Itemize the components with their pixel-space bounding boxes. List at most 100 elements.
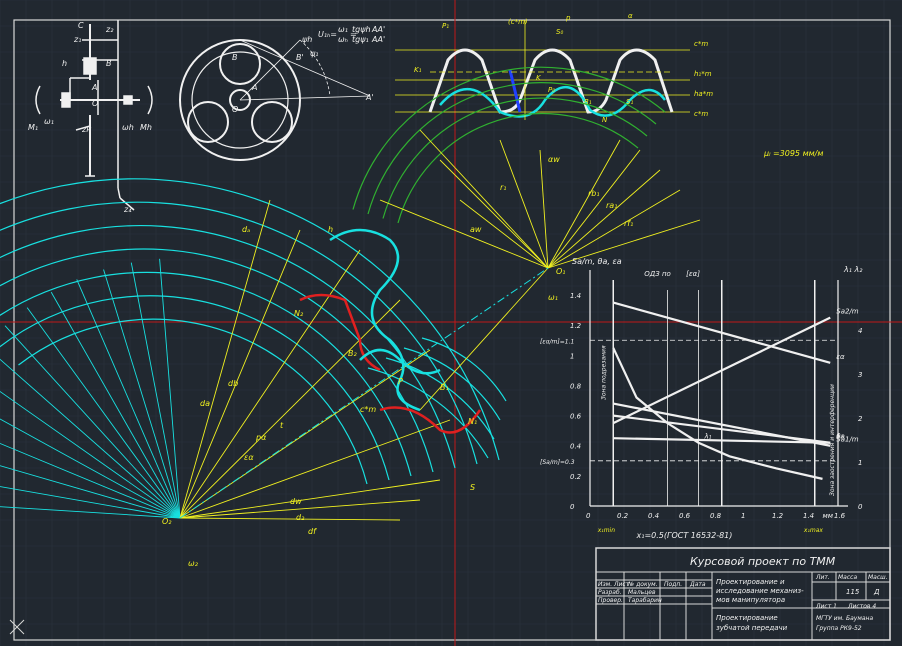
y2-tick-label: 3 — [858, 371, 862, 379]
group-name: Группа РК9-52 — [816, 625, 862, 632]
series-label: λ₂ — [835, 433, 843, 441]
org-name: МГТУ им. Баумана — [816, 615, 873, 622]
velocity-plan — [179, 39, 371, 161]
formula-tgpsih: tgψh — [352, 25, 371, 34]
gear2-ray — [0, 506, 181, 519]
label-h: h — [62, 59, 67, 68]
x-tick-label: 0.8 — [710, 512, 722, 520]
gear1-dimension — [499, 139, 549, 269]
label-dw: dw — [290, 497, 302, 506]
label-hsm: h₁*m — [694, 70, 712, 78]
label-s0: S₀ — [556, 28, 563, 36]
gear1-dimension — [547, 139, 621, 269]
label-da: da — [200, 399, 210, 408]
label-b1: B₁ — [440, 383, 449, 392]
scale-mu: μₗ =3095 мм/м — [763, 149, 823, 158]
label-ea: εα — [244, 453, 254, 462]
x-tick-label: 0.2 — [617, 512, 629, 520]
gear2-ray — [4, 325, 181, 519]
subject-line-2: исследование механиз- — [716, 587, 804, 595]
formula-aa1: AA' — [371, 25, 385, 34]
gear2-ray — [0, 418, 181, 519]
label-vbp: B' — [296, 53, 304, 62]
gear1-dimension — [547, 219, 701, 269]
series-label: θa — [836, 433, 845, 441]
label-va: A — [251, 83, 257, 92]
gear2-ray — [0, 390, 181, 519]
y-tick-label: 1 — [570, 352, 574, 360]
center-line — [179, 267, 549, 519]
label-vo: O — [232, 105, 238, 114]
label-o1: O₁ — [556, 267, 566, 276]
gear2-ray — [0, 486, 181, 519]
formula-left: U₁ₕ= — [318, 30, 337, 39]
gear1-arc — [367, 82, 657, 215]
gear1-dimension — [547, 169, 661, 269]
top-caption: ОДЗ по — [644, 270, 671, 278]
gear1-arc-lower — [367, 367, 489, 459]
row-sign: Подп. — [664, 581, 682, 588]
label-ra1: ra₁ — [606, 201, 617, 210]
x-tick-label: 1.2 — [772, 512, 784, 520]
label-t: t — [280, 421, 284, 430]
series-label: λ₁ — [704, 433, 712, 441]
rack-labels: P₁ (c*m) p α S₀ c*m h₁*m ha*m c*m K₁ K P… — [414, 12, 823, 158]
x-max-label: x₁max — [803, 527, 823, 534]
gear1-dimension — [539, 149, 549, 269]
label-alpha: α — [628, 12, 633, 20]
formula-tgpsi1: tgψ₁ — [352, 35, 369, 44]
subject-line-1: Проектирование и — [716, 578, 785, 586]
label-b2: B₂ — [348, 349, 357, 358]
gear2-dimension — [179, 349, 431, 519]
formula-eq: = — [350, 30, 357, 39]
label-n2: N₂ — [294, 309, 304, 318]
gear2-ray — [50, 291, 181, 519]
row-date: Дата — [689, 581, 706, 588]
x-tick-label: 1 — [741, 512, 745, 520]
label-db: db — [228, 379, 238, 388]
scale-value: Д — [873, 588, 880, 596]
label-s1: S₁ — [626, 98, 633, 106]
y-tick-label: 0.6 — [570, 413, 582, 421]
gear2-arc — [0, 178, 500, 461]
label-cm: c*m — [360, 405, 376, 414]
gear1-dimension — [439, 159, 549, 269]
zone-right-label: Зона заострения и интерференции — [829, 384, 836, 496]
label-c: C — [78, 21, 84, 30]
series-label: εα — [836, 353, 845, 361]
y-tick-label: 1.4 — [570, 292, 581, 300]
x-caption: x₁=0.5(ГОСТ 16532-81) — [636, 531, 733, 540]
gear1-dimension — [459, 199, 549, 269]
velocity-labels: U₁ₕ= ω₁ ωₕ = tgψh tgψ₁ AA' AA' ψh ψ₁ B B… — [232, 25, 385, 114]
label-z2: z₂ — [105, 25, 114, 34]
label-df: df — [308, 527, 317, 536]
y-tick-label: 0.8 — [570, 382, 582, 390]
y2-tick-label: 0 — [858, 503, 863, 511]
x-tick-label: 1.4 — [803, 512, 814, 520]
row-doc: № докум. — [627, 581, 658, 588]
x-tick-label: 1.6 — [834, 512, 846, 520]
label-aw: aw — [470, 225, 482, 234]
sheets-label: Листов 4 — [847, 603, 876, 610]
row-change: Изм. Лист — [598, 581, 630, 588]
label-w1: ω₁ — [44, 117, 54, 126]
label-aw2: αw — [548, 155, 560, 164]
gear2-arc — [18, 318, 368, 485]
label-zk: z₄ — [123, 205, 132, 214]
gear1-dimension — [547, 149, 641, 269]
gear2-ray — [0, 465, 181, 519]
x-unit: мм — [823, 512, 834, 520]
label-a: A — [91, 83, 97, 92]
label-s: S — [470, 483, 475, 492]
label-n1: N₁ — [468, 417, 477, 426]
series-label: Sa2/m — [836, 308, 859, 316]
zone-left-label: Зона подрезания — [601, 345, 608, 400]
subject-line-5: зубчатой передачи — [716, 624, 788, 632]
label-vap: A' — [365, 93, 374, 102]
label-zn: zн — [81, 125, 91, 134]
rack-profile — [395, 20, 690, 120]
y-tick-label: 0.2 — [570, 473, 582, 481]
gear2-arc — [0, 271, 412, 477]
